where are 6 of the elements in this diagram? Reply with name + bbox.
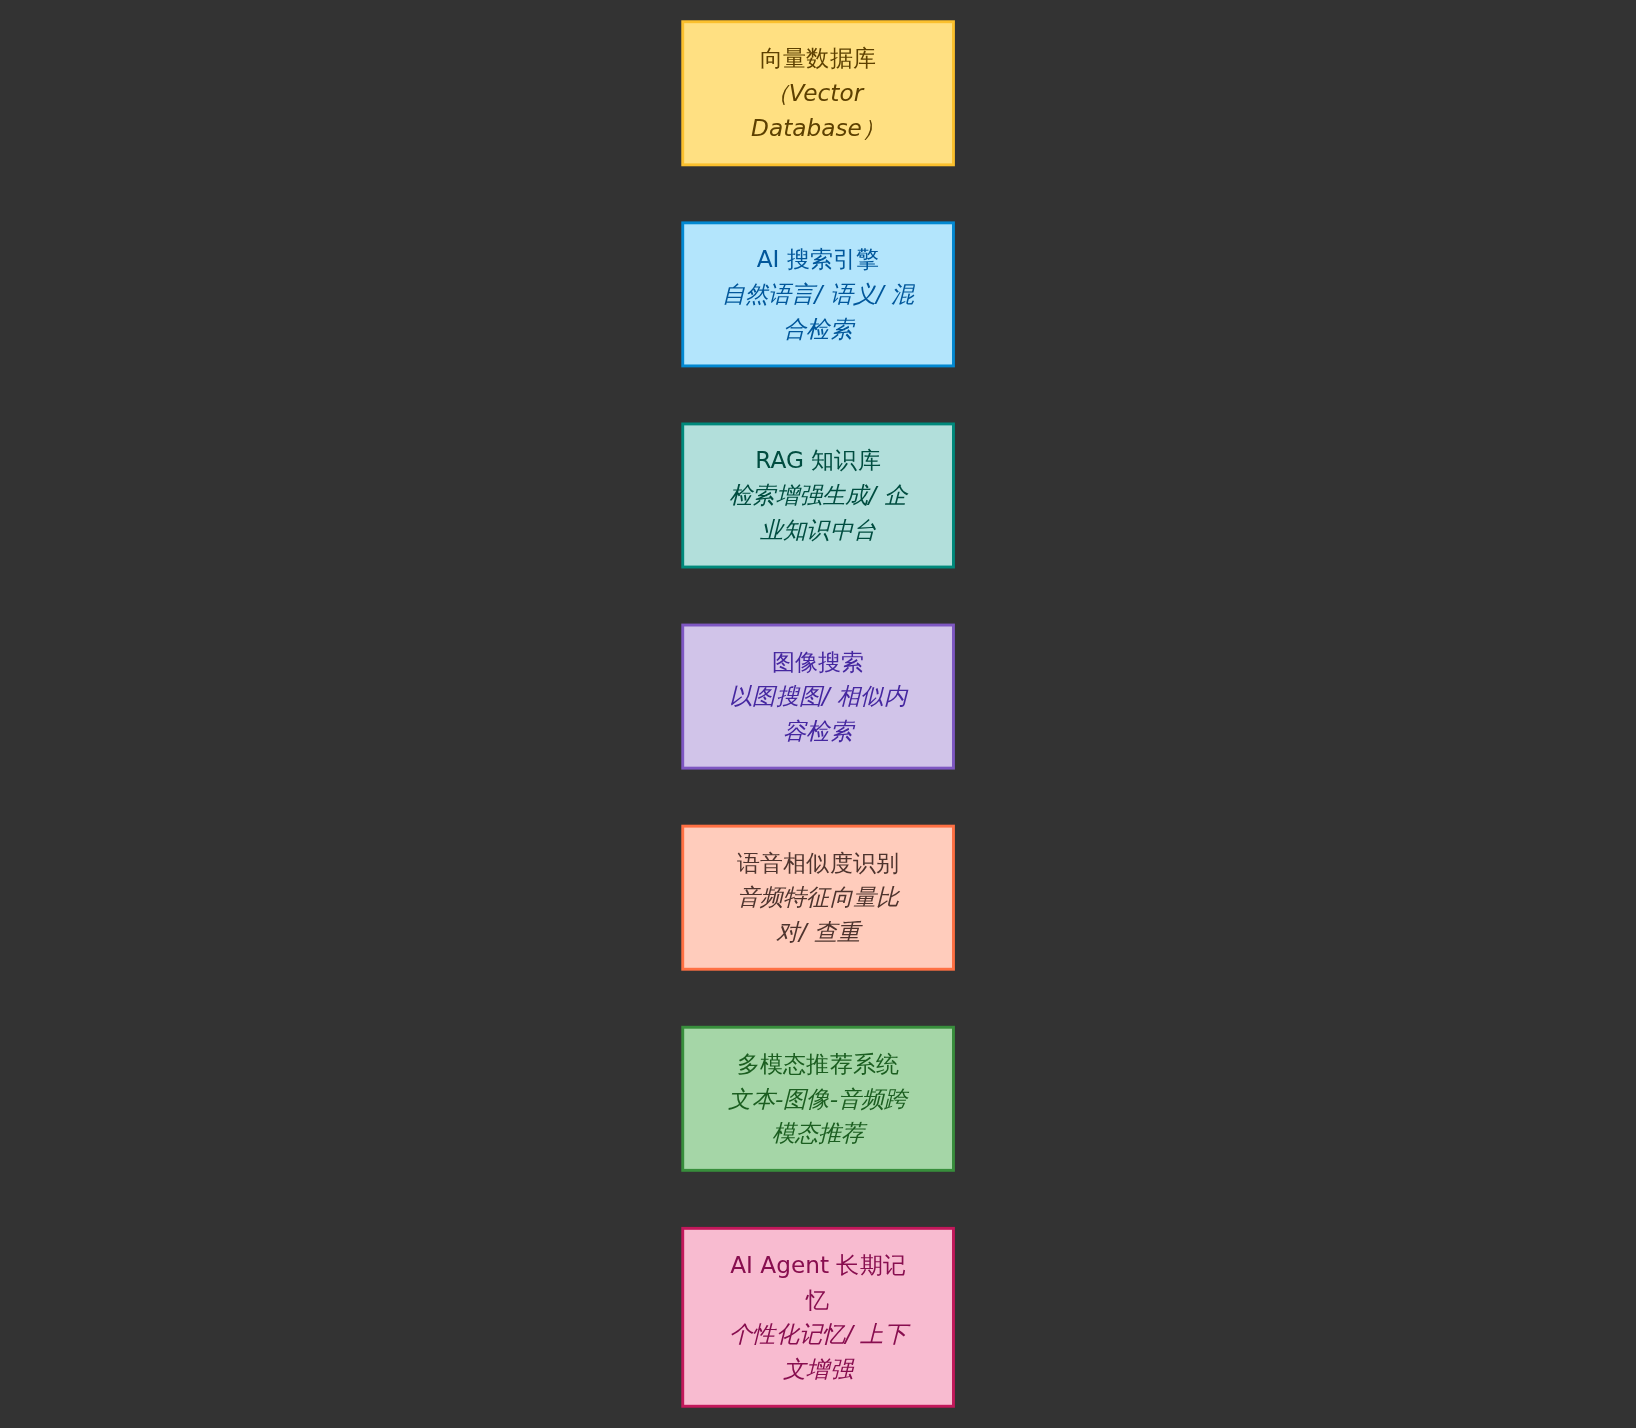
node-box: 多模态推荐系统 文本-图像-音频跨模态推荐 bbox=[681, 1025, 955, 1172]
node-box: 图像搜索 以图搜图/ 相似内容检索 bbox=[681, 623, 955, 770]
node-box: 语音相似度识别 音频特征向量比对/ 查重 bbox=[681, 824, 955, 971]
node-box: AI Agent 长期记忆 个性化记忆/ 上下文增强 bbox=[681, 1226, 955, 1408]
node-box: RAG 知识库 检索增强生成/ 企业知识中台 bbox=[681, 422, 955, 569]
node-box: 向量数据库 （Vector Database） bbox=[681, 20, 955, 167]
